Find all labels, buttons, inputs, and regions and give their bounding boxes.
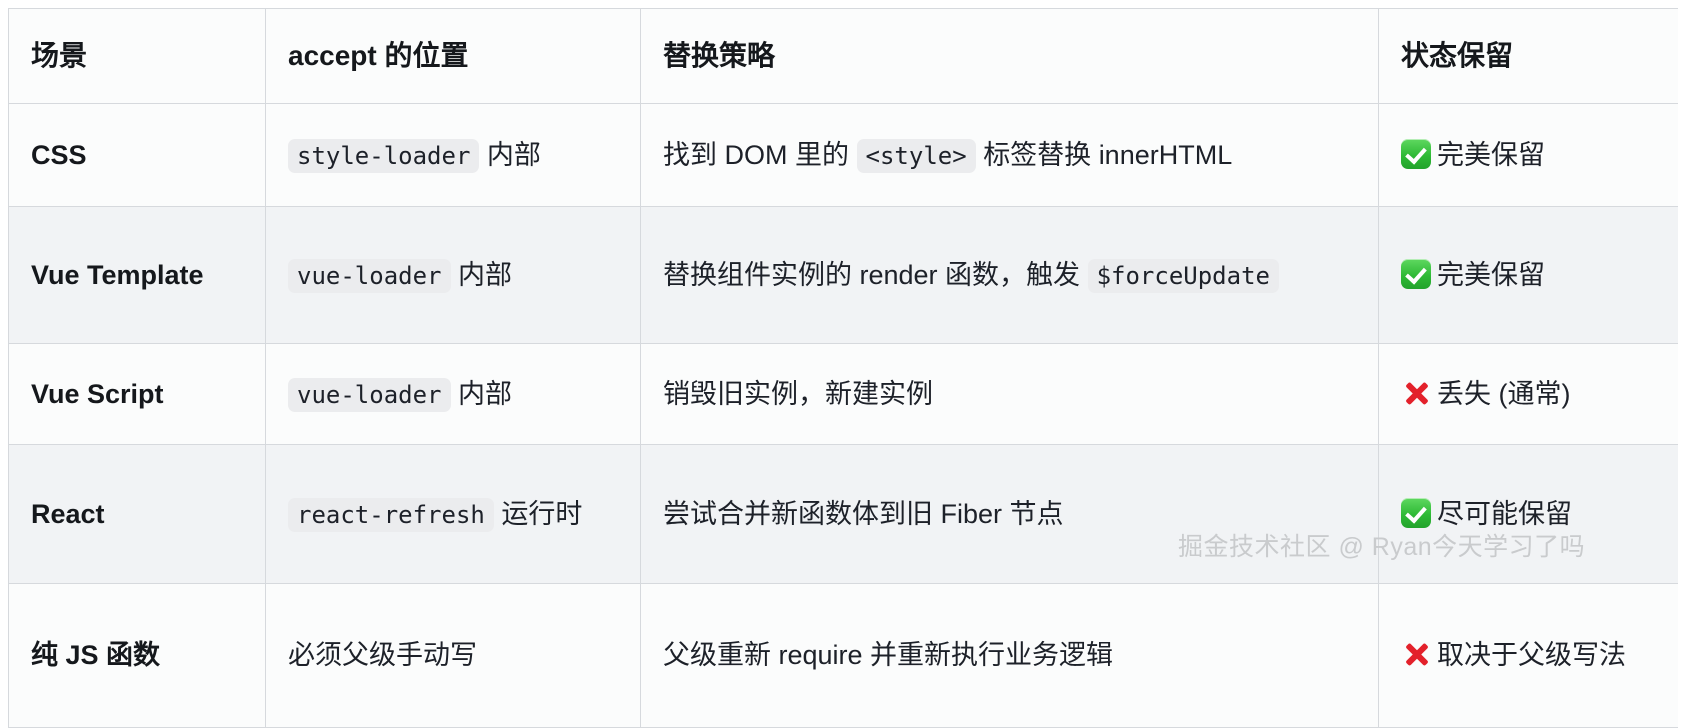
cell-status: 取决于父级写法 xyxy=(1378,583,1678,728)
column-header-status: 状态保留 xyxy=(1378,8,1678,104)
accept-suffix-text: 运行时 xyxy=(501,498,583,529)
cell-status: 丢失 (通常) xyxy=(1378,343,1678,445)
cell-status: 尽可能保留 xyxy=(1378,444,1678,584)
code-chip: vue-loader xyxy=(288,258,451,293)
cell-scene: Vue Template xyxy=(8,206,266,344)
strategy-text-lead: 父级重新 require 并重新执行业务逻辑 xyxy=(663,640,1114,671)
cell-accept: vue-loader 内部 xyxy=(265,206,641,344)
table-row: React react-refresh 运行时 尝试合并新函数体到旧 Fiber… xyxy=(8,444,1678,584)
code-chip: $forceUpdate xyxy=(1087,258,1279,293)
table-head: 场景 accept 的位置 替换策略 状态保留 xyxy=(8,8,1678,104)
accept-suffix-text: 内部 xyxy=(458,259,513,290)
cell-accept: vue-loader 内部 xyxy=(265,343,641,445)
accept-suffix-text: 内部 xyxy=(458,378,513,409)
cell-scene: CSS xyxy=(8,103,266,207)
code-chip: react-refresh xyxy=(288,497,494,532)
code-chip: style-loader xyxy=(288,138,480,173)
status-badge: 尽可能保留 xyxy=(1437,498,1572,529)
cell-status: 完美保留 xyxy=(1378,206,1678,344)
cell-accept: style-loader 内部 xyxy=(265,103,641,207)
code-chip: vue-loader xyxy=(288,377,451,412)
accept-suffix-text: 内部 xyxy=(486,139,541,170)
table-row: Vue Template vue-loader 内部 替换组件实例的 rende… xyxy=(8,206,1678,344)
cell-accept: 必须父级手动写 xyxy=(265,583,641,728)
table-row: CSS style-loader 内部 找到 DOM 里的 <style> 标签… xyxy=(8,103,1678,207)
cross-mark-icon xyxy=(1401,378,1431,408)
strategy-text-lead: 替换组件实例的 render 函数，触发 xyxy=(663,259,1081,290)
strategy-text-lead: 找到 DOM 里的 xyxy=(663,139,849,170)
table-header-row: 场景 accept 的位置 替换策略 状态保留 xyxy=(8,8,1678,104)
comparison-table-container: 场景 accept 的位置 替换策略 状态保留 CSS style-loader… xyxy=(8,8,1678,728)
cell-strategy: 销毁旧实例，新建实例 xyxy=(640,343,1379,445)
column-header-strategy: 替换策略 xyxy=(640,8,1379,104)
strategy-text-tail: 标签替换 innerHTML xyxy=(983,139,1233,170)
cross-mark-icon xyxy=(1401,639,1431,669)
status-badge: 完美保留 xyxy=(1437,259,1545,290)
column-header-scene: 场景 xyxy=(8,8,266,104)
cell-scene: Vue Script xyxy=(8,343,266,445)
cell-strategy: 找到 DOM 里的 <style> 标签替换 innerHTML xyxy=(640,103,1379,207)
white-check-mark-icon xyxy=(1401,138,1431,169)
cell-strategy: 尝试合并新函数体到旧 Fiber 节点 xyxy=(640,444,1379,584)
accept-suffix-text: 必须父级手动写 xyxy=(288,640,477,671)
hmr-comparison-table: 场景 accept 的位置 替换策略 状态保留 CSS style-loader… xyxy=(8,8,1678,728)
table-row: 纯 JS 函数 必须父级手动写 父级重新 require 并重新执行业务逻辑 取… xyxy=(8,583,1678,728)
column-header-accept: accept 的位置 xyxy=(265,8,641,104)
cell-scene: 纯 JS 函数 xyxy=(8,583,266,728)
strategy-text-lead: 销毁旧实例，新建实例 xyxy=(663,378,933,409)
cell-status: 完美保留 xyxy=(1378,103,1678,207)
cell-scene: React xyxy=(8,444,266,584)
table-row: Vue Script vue-loader 内部 销毁旧实例，新建实例 丢失 (… xyxy=(8,343,1678,445)
code-chip: <style> xyxy=(856,138,976,173)
status-badge: 取决于父级写法 xyxy=(1437,640,1626,671)
white-check-mark-icon xyxy=(1401,497,1431,528)
status-badge: 丢失 (通常) xyxy=(1437,378,1571,409)
status-badge: 完美保留 xyxy=(1437,139,1545,170)
table-body: CSS style-loader 内部 找到 DOM 里的 <style> 标签… xyxy=(8,103,1678,728)
strategy-text-lead: 尝试合并新函数体到旧 Fiber 节点 xyxy=(663,498,1064,529)
cell-strategy: 替换组件实例的 render 函数，触发 $forceUpdate xyxy=(640,206,1379,344)
cell-strategy: 父级重新 require 并重新执行业务逻辑 xyxy=(640,583,1379,728)
white-check-mark-icon xyxy=(1401,258,1431,289)
cell-accept: react-refresh 运行时 xyxy=(265,444,641,584)
